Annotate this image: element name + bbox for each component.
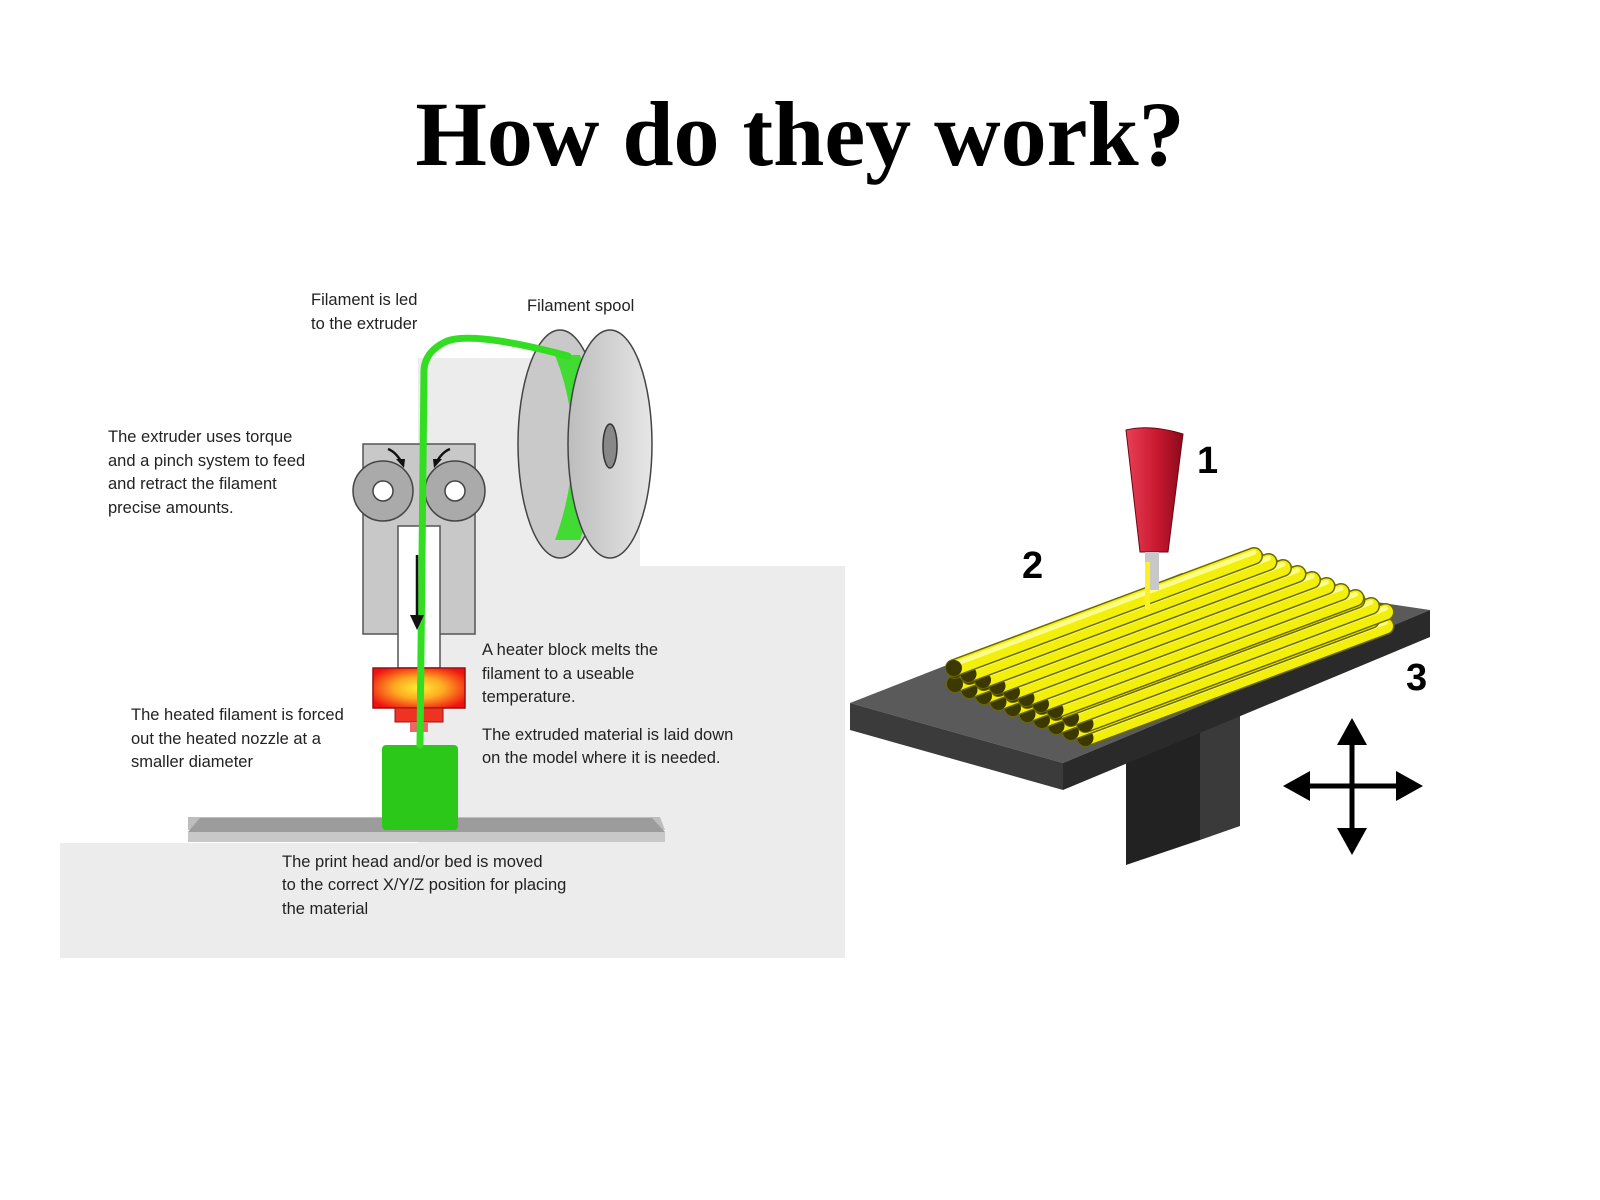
caption-filament-spool: Filament spool bbox=[527, 297, 634, 315]
feed-arrow-icon bbox=[410, 555, 424, 630]
label-build-platform: 3 bbox=[1406, 657, 1427, 699]
diagram-background bbox=[60, 358, 845, 958]
filament-rod bbox=[945, 547, 1263, 677]
caption-extruded-material: The extruded material is laid down on th… bbox=[482, 726, 738, 767]
extruded-material-block bbox=[382, 745, 458, 830]
caption-filament-led: Filament is led to the extruder bbox=[311, 291, 422, 333]
platform-stem bbox=[1126, 715, 1240, 865]
label-deposited-layers: 2 bbox=[1022, 545, 1043, 587]
filament-path bbox=[416, 334, 572, 749]
caption-print-head-moved: The print head and/or bed is moved to th… bbox=[282, 853, 571, 918]
caption-heated-filament: The heated filament is forced out the he… bbox=[131, 706, 348, 771]
slide-title: How do they work? bbox=[415, 83, 1185, 185]
caption-extruder-torque: The extruder uses torque and a pinch sys… bbox=[108, 428, 310, 517]
caption-heater-block: A heater block melts the filament to a u… bbox=[482, 641, 663, 706]
deposited-layers bbox=[945, 547, 1395, 747]
label-nozzle: 1 bbox=[1197, 440, 1218, 482]
four-way-arrow-icon bbox=[1283, 718, 1423, 855]
filament-spool bbox=[517, 329, 653, 559]
pinch-gears bbox=[352, 447, 486, 522]
nozzle bbox=[1125, 427, 1184, 610]
